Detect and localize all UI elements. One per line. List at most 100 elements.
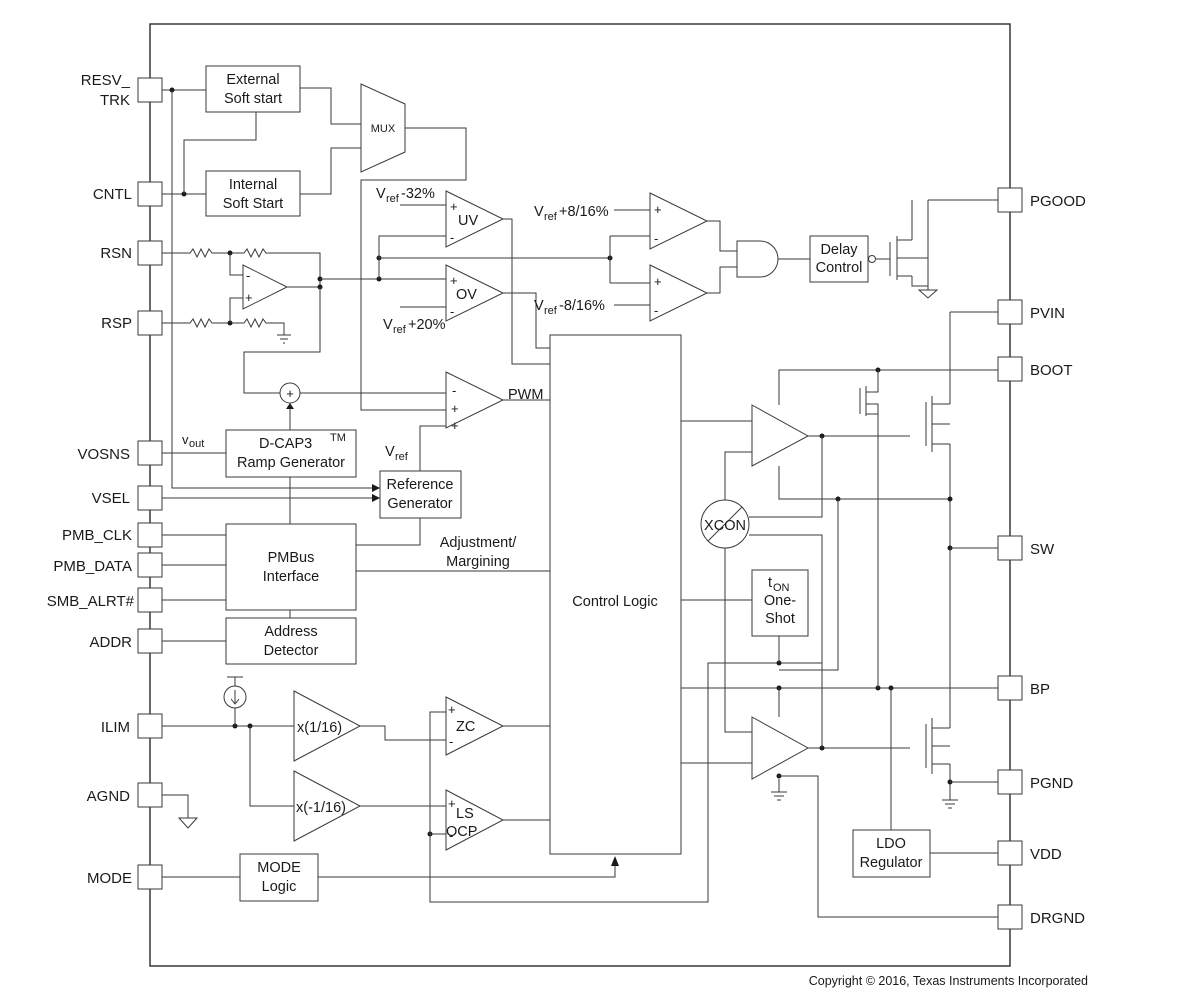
uv-ref-sub: ref <box>386 193 400 205</box>
pgood-comp-hi-minus: - <box>654 231 658 246</box>
ton-t: t <box>768 575 772 591</box>
pin-label-boot: BOOT <box>1030 362 1073 379</box>
adjust-label-1: Adjustment/ <box>440 535 518 551</box>
xm116-label: x(-1/16) <box>296 800 346 816</box>
mode-label-2: Logic <box>262 879 297 895</box>
pwm-plus-2: + <box>451 418 459 433</box>
external-soft-start-label-2: Soft start <box>224 91 282 107</box>
ov-label: OV <box>456 287 477 303</box>
ton-sub: ON <box>773 582 790 594</box>
ref-label-2: Generator <box>387 496 452 512</box>
diff-amp-plus: + <box>245 290 253 305</box>
pin-label-mode: MODE <box>87 870 132 887</box>
pin-label-ilim: ILIM <box>101 719 130 736</box>
pgood-fet <box>896 200 929 287</box>
xcon-slash <box>707 506 743 542</box>
boot-diode-fet <box>859 370 879 688</box>
mux-block <box>360 83 406 173</box>
power-stage-section: XCON t ON One- Shot <box>681 311 998 918</box>
ref-label-1: Reference <box>387 477 454 493</box>
pin-label-pmb-data: PMB_DATA <box>53 558 132 575</box>
pin-box-ilim <box>137 713 163 739</box>
dcap3-ramp-block <box>225 429 357 478</box>
x116-amp <box>293 690 362 762</box>
low-side-fet <box>925 548 951 800</box>
pin-label-pgood: PGOOD <box>1030 193 1086 210</box>
zc-minus: - <box>449 734 453 749</box>
zc-label: ZC <box>456 719 475 735</box>
pin-box-mode <box>137 864 163 890</box>
pgood-comp-lo-plus: + <box>654 274 662 289</box>
pwm-section: + - + + PWM V ref <box>279 371 550 471</box>
uv-plus: + <box>450 199 458 214</box>
pin-label-trk: TRK <box>100 92 130 109</box>
arrow-ramp-summer <box>286 403 294 409</box>
ton-oneshot-block <box>751 569 809 637</box>
zc-plus: + <box>448 702 456 717</box>
pin-label-vdd: VDD <box>1030 846 1062 863</box>
pin-box-pmb-data <box>137 552 163 578</box>
pin-label-sw: SW <box>1030 541 1055 558</box>
ls-ocp-plus: + <box>448 796 456 811</box>
wire-int-ss-to-mux <box>300 147 361 195</box>
dcap3-label-1: D-CAP3 <box>259 436 312 452</box>
pin-box-cntl <box>137 181 163 207</box>
pin-box-agnd <box>137 782 163 808</box>
ilim-source-arrow <box>230 690 240 705</box>
uv-label: UV <box>458 213 478 229</box>
wire-xcon-fb <box>749 436 823 748</box>
high-side-fet <box>925 312 951 548</box>
pin-box-boot <box>997 356 1023 382</box>
wire-mode-to-control <box>318 865 616 878</box>
pin-label-pgnd: PGND <box>1030 775 1074 792</box>
wire-boot <box>778 369 998 405</box>
wire-uv-out <box>503 218 550 365</box>
arrow-resv <box>372 484 380 492</box>
external-soft-start-label-1: External <box>226 72 279 88</box>
pwm-minus: - <box>452 383 456 398</box>
internal-soft-start-label-2: Soft Start <box>223 196 283 212</box>
ov-ref-val: +20% <box>408 317 446 333</box>
dcap3-tm: TM <box>330 432 346 444</box>
pin-box-drgnd <box>997 904 1023 930</box>
wire-xcon-ls <box>724 548 752 733</box>
ton-label-3: Shot <box>765 611 795 627</box>
wire-ext-ss-to-mux <box>300 87 361 125</box>
ldo-label-2: Regulator <box>860 855 923 871</box>
arrow-mode <box>611 856 619 866</box>
wire-ilim-to-neg <box>249 726 294 807</box>
address-detector-block <box>225 617 357 665</box>
wire-x116-to-zc <box>360 725 446 741</box>
internal-soft-start-label-1: Internal <box>229 177 277 193</box>
wire-resv-down <box>171 90 380 489</box>
pin-box-smb-alrt <box>137 587 163 613</box>
ls-ocp-label-1: LS <box>456 806 474 822</box>
pin-box-pmb-clk <box>137 522 163 548</box>
wire-pg-to-and <box>707 220 737 294</box>
vout-v: v <box>182 432 189 447</box>
wire-rsp-to-amp <box>229 297 243 323</box>
control-logic-label: Control Logic <box>572 594 657 610</box>
pin-label-addr: ADDR <box>89 634 132 651</box>
pmbus-label-1: PMBus <box>268 550 315 566</box>
x116-label: x(1/16) <box>297 720 342 736</box>
reference-generator-block <box>379 470 462 519</box>
diff-amp <box>242 264 289 310</box>
low-side-driver <box>751 716 810 780</box>
wire-mux-out <box>360 127 467 411</box>
pin-label-rsn: RSN <box>100 245 132 262</box>
pg-hi-v: V <box>534 204 544 220</box>
control-logic-block <box>549 334 682 855</box>
mode-label-1: MODE <box>257 860 301 876</box>
wire-sw-to-ls-sense <box>779 499 839 671</box>
pin-box-rsn <box>137 240 163 266</box>
delay-invert-bubble <box>868 255 876 263</box>
vout-sub: out <box>189 438 204 450</box>
pin-label-bp: BP <box>1030 681 1050 698</box>
wire-pmbus-to-ref <box>356 518 421 546</box>
pg-lo-v: V <box>534 298 544 314</box>
pwm-comparator <box>445 371 505 429</box>
wire-diff-to-sum <box>243 287 321 394</box>
delay-control-block <box>809 235 869 283</box>
pgood-section: + - + - V ref +8/16% V ref -8/16% Delay … <box>534 192 998 322</box>
